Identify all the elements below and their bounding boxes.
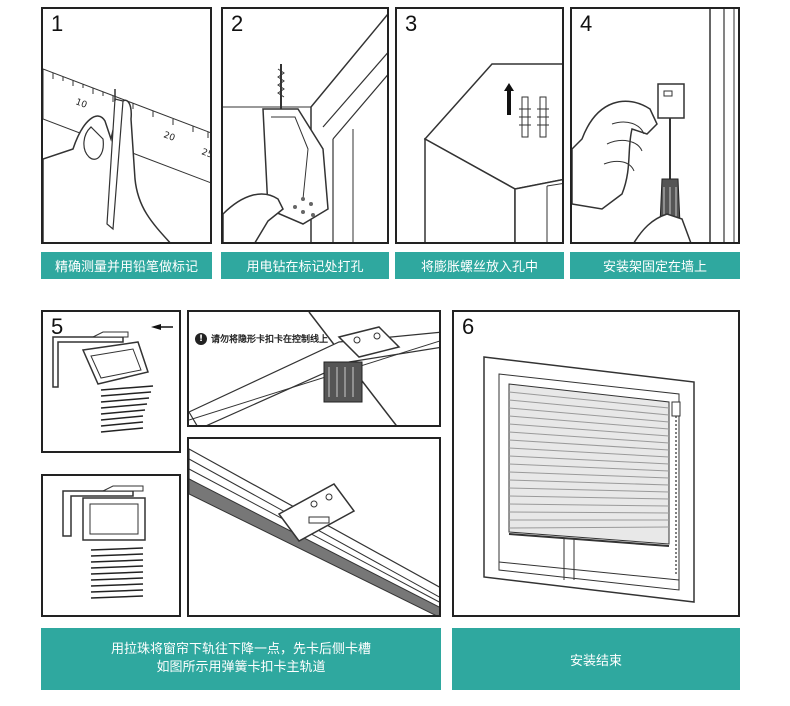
step-4-number: 4 [580,11,593,36]
step-5-warning-panel: ! 请勿将隐形卡扣卡在控制线上 [187,310,441,427]
step-5-clip-detail-panel [187,437,441,617]
rail-clip-front-illustration [62,485,146,599]
rail-clip-back-illustration [52,324,173,433]
step-5-number: 5 [51,314,64,339]
step-6-caption: 安装结束 [452,628,740,690]
warning-text: 请勿将隐形卡扣卡在控制线上 [211,335,329,345]
step-2-number: 2 [231,11,244,36]
step-3-caption: 将膨胀螺丝放入孔中 [395,252,564,279]
warning-note: ! 请勿将隐形卡扣卡在控制线上 [195,332,328,345]
hidden-clip-warning-illustration [189,312,439,425]
step-3-number: 3 [405,11,418,36]
step-3-panel: 3 [395,7,564,244]
exclamation-icon: ! [195,332,207,345]
step-4-caption: 安装架固定在墙上 [570,252,740,279]
step-1-panel: 1 10 20 25 [41,7,212,244]
step-5-caption-line1: 用拉珠将窗帘下轨往下降一点，先卡后侧卡槽 [110,642,371,657]
ruler-label-25: 25 [200,147,212,160]
step-6-panel: 6 [452,310,740,617]
step-1-caption: 精确测量并用铅笔做标记 [41,252,212,279]
screwdriver-bracket-illustration [572,9,735,242]
step-6-number: 6 [462,314,475,339]
measure-with-pencil-illustration: 10 20 25 [43,68,212,242]
installed-cellular-shade-illustration [483,356,695,603]
step-5-rail-top-panel: 5 [41,310,181,453]
step-5-rail-bottom-panel [41,474,181,617]
step-5-caption-line2: 如图所示用弹簧卡扣卡主轨道 [156,660,326,675]
step-4-panel: 4 [570,7,740,244]
step-1-number: 1 [51,11,64,36]
ruler-label-20: 20 [162,130,176,143]
step-5-caption: 用拉珠将窗帘下轨往下降一点，先卡后侧卡槽 如图所示用弹簧卡扣卡主轨道 [41,628,441,690]
electric-drill-illustration [223,14,387,242]
step-2-caption: 用电钻在标记处打孔 [221,252,389,279]
step-2-panel: 2 [221,7,389,244]
ruler-label-10: 10 [74,97,88,110]
spring-clip-rail-illustration [189,448,439,615]
expansion-screw-illustration [423,63,562,242]
